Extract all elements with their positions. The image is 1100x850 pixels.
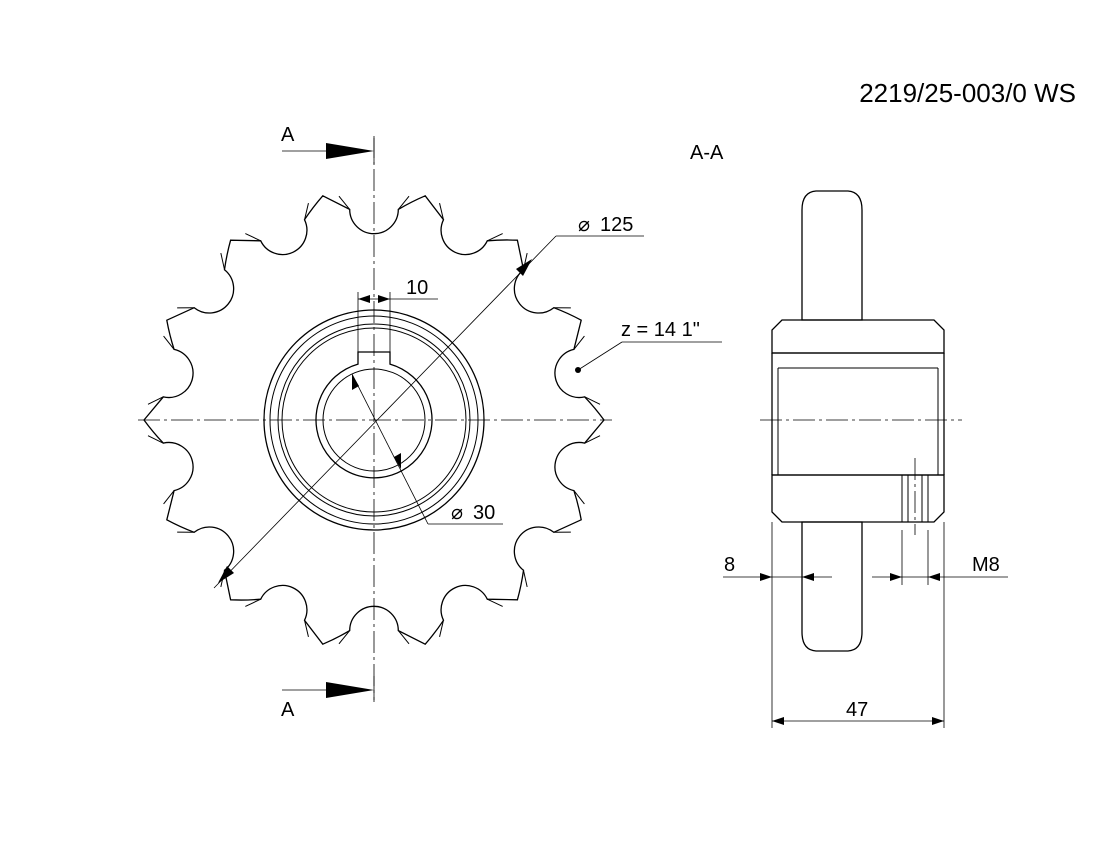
bore-with-keyway xyxy=(315,351,433,479)
tooth-flank-line xyxy=(522,570,528,588)
bore-diameter-symbol: ⌀ xyxy=(451,502,463,524)
tooth-flank-line xyxy=(220,252,226,270)
set-screw-value: M8 xyxy=(972,554,1000,576)
hub-outer-circle xyxy=(263,309,485,531)
dim-arrow xyxy=(760,573,772,581)
tooth-flank-line xyxy=(584,396,601,405)
dim-arrow xyxy=(394,453,401,469)
pitch-diameter-value: 125 xyxy=(600,214,633,236)
sprocket-outline xyxy=(143,194,605,646)
hub-section-upper xyxy=(771,319,945,354)
hub-length-value: 47 xyxy=(846,699,868,721)
section-arrow-bottom xyxy=(326,682,374,698)
hub-inner-circle xyxy=(277,323,471,517)
section-marker-top: A xyxy=(281,124,295,146)
tooth-flank-line xyxy=(338,195,351,210)
tooth-flank-line xyxy=(245,598,261,607)
section-arrow-top xyxy=(326,143,374,159)
dim-arrow xyxy=(358,295,370,303)
tooth-flank-line xyxy=(163,335,175,350)
dim-arrow xyxy=(928,573,940,581)
tooth-flank-line xyxy=(584,435,601,444)
front-view: ⌀ 125 ⌀ 30 10 z = 14 1" A A xyxy=(138,124,722,721)
tooth-flank-line xyxy=(304,203,309,220)
dim-arrow xyxy=(772,717,784,725)
tooth-flank-line xyxy=(147,396,164,405)
bore-diameter-value: 30 xyxy=(473,502,495,524)
pitch-diameter-dim-line xyxy=(213,235,557,589)
dim-arrow xyxy=(890,573,902,581)
tooth-flank-line xyxy=(439,620,444,637)
teeth-spec: z = 14 1" xyxy=(621,319,700,341)
tooth-flank-line xyxy=(397,195,410,210)
dim-arrow xyxy=(378,295,390,303)
teeth-leader-dot xyxy=(575,367,581,373)
hub-section-lower xyxy=(771,474,945,523)
dim-arrow xyxy=(516,259,532,276)
section-view-label: A-A xyxy=(690,142,724,164)
tooth-width-value: 8 xyxy=(724,554,735,576)
tooth-flank-line xyxy=(573,335,585,350)
pitch-diameter-symbol: ⌀ xyxy=(578,214,590,236)
dim-arrow xyxy=(932,717,944,725)
tooth-section-bottom xyxy=(801,521,863,652)
tooth-flank-line xyxy=(439,203,444,220)
tooth-flank-line xyxy=(163,490,175,505)
tooth-flank-line xyxy=(245,233,261,242)
tooth-flank-line xyxy=(487,598,503,607)
tooth-flank-line xyxy=(397,630,410,645)
bore-inner-circle xyxy=(322,368,426,472)
section-marker-bottom: A xyxy=(281,699,295,721)
dim-arrow xyxy=(352,374,359,390)
teeth-leader xyxy=(577,341,623,371)
tooth-section-top xyxy=(801,190,863,321)
tooth-flank-line xyxy=(304,620,309,637)
hub-step-circle xyxy=(281,327,467,513)
bore-diameter-dim-line xyxy=(351,373,429,525)
tooth-flank-line xyxy=(573,490,585,505)
tooth-flank-line xyxy=(338,630,351,645)
keyway-width-value: 10 xyxy=(406,277,428,299)
tooth-flank-line xyxy=(147,435,164,444)
tooth-flank-line xyxy=(487,233,503,242)
dim-arrow xyxy=(218,566,234,583)
dim-arrow xyxy=(802,573,814,581)
drawing-number: 2219/25-003/0 WS xyxy=(859,78,1076,108)
section-view: A-A 8 M8 xyxy=(690,142,1008,728)
hub-chamfer-circle xyxy=(269,315,479,525)
